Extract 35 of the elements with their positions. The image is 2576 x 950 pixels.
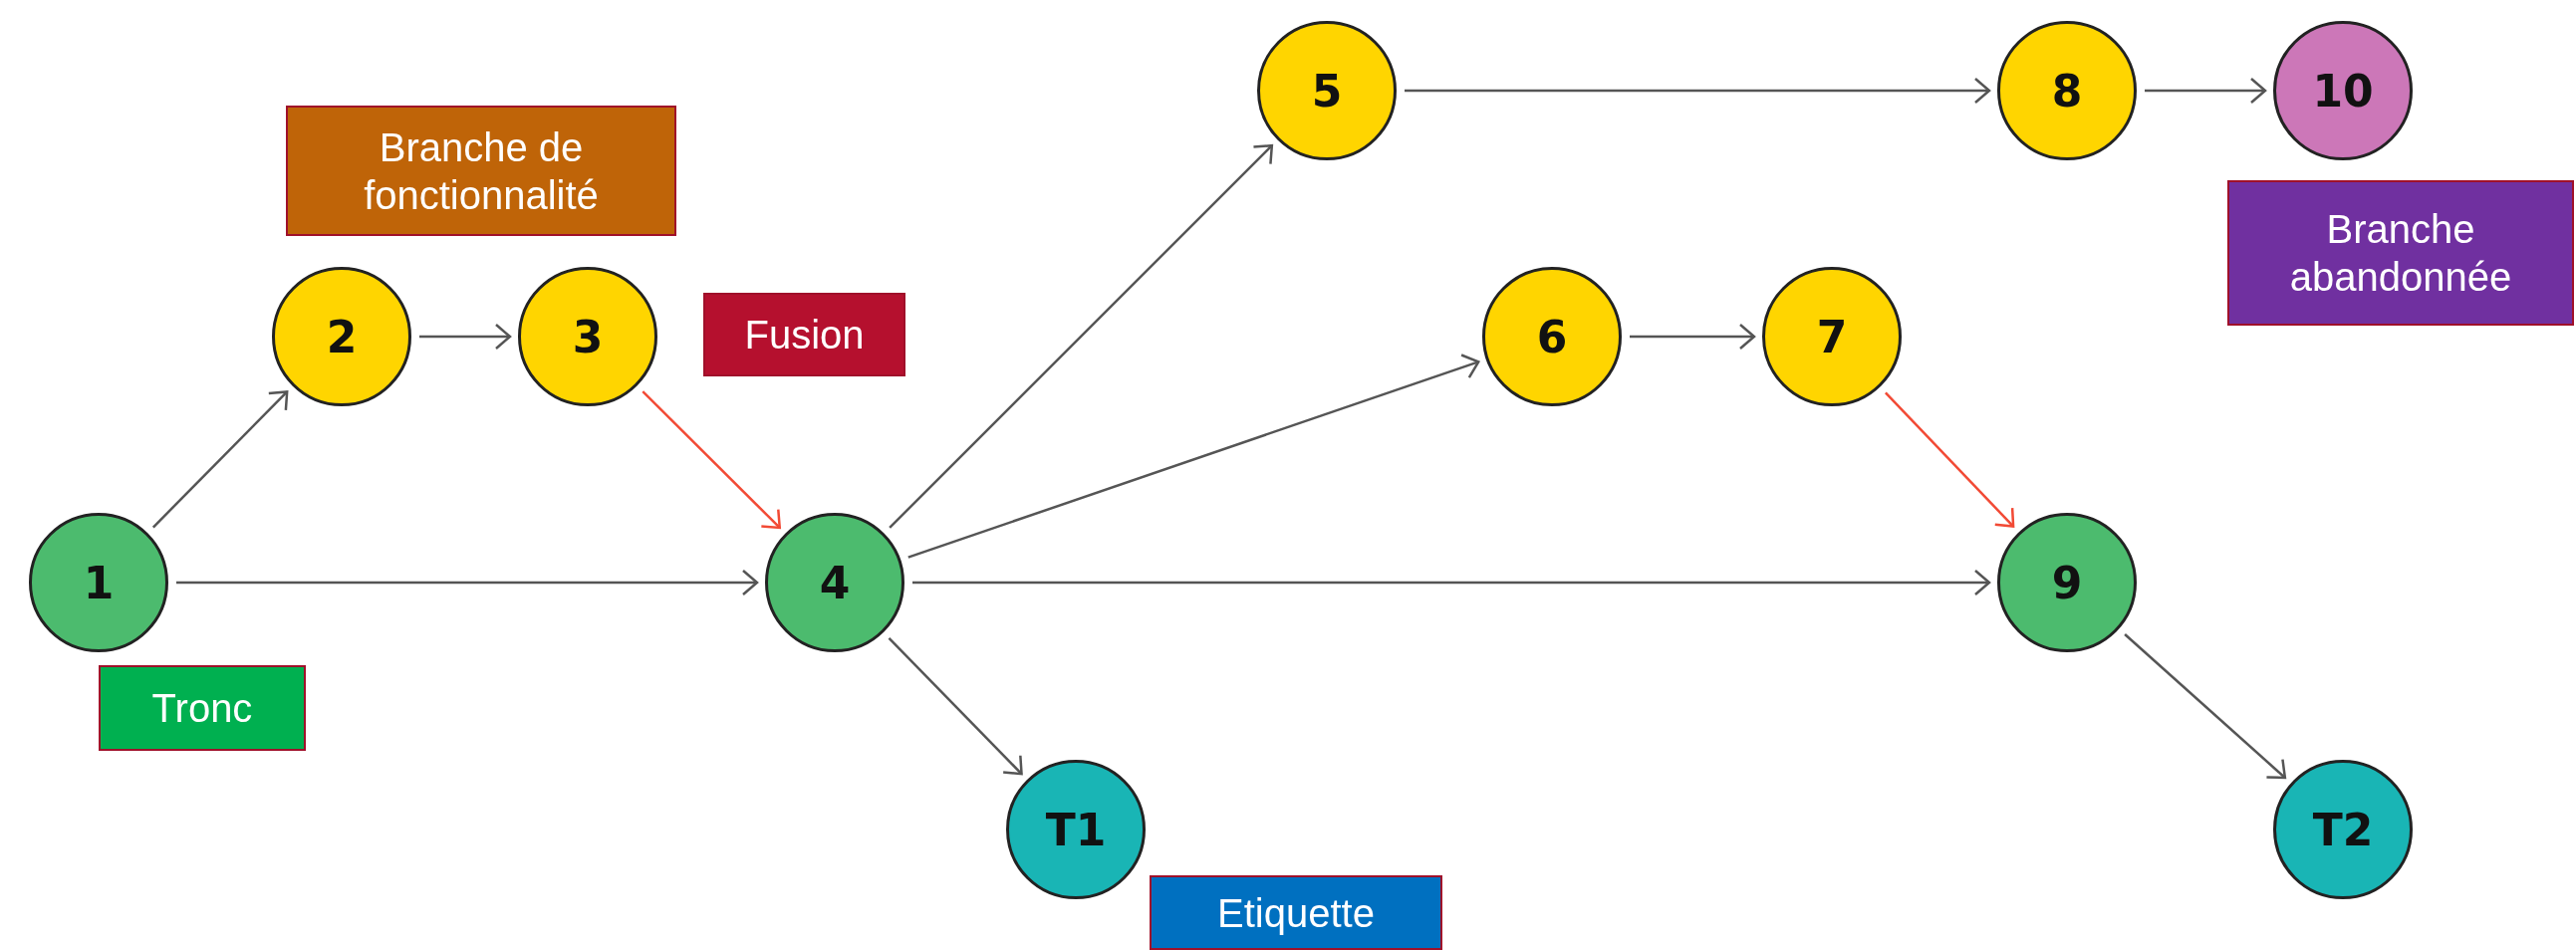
commit-number: 8 bbox=[2051, 65, 2083, 117]
arrow bbox=[912, 569, 1991, 596]
arrow bbox=[176, 569, 759, 596]
label-text: Fusion bbox=[744, 312, 865, 358]
arrow bbox=[642, 390, 781, 530]
arrow bbox=[1884, 391, 2015, 528]
commit-number: 4 bbox=[819, 557, 851, 608]
label-box bbox=[1150, 875, 1442, 950]
commit-number: 5 bbox=[1311, 65, 1343, 117]
label-text: Tronc bbox=[151, 685, 253, 732]
arrow bbox=[2124, 633, 2287, 780]
label-text: Branche abandonnée bbox=[2288, 206, 2513, 301]
arrow bbox=[907, 354, 1480, 559]
label-text: Branche de fonctionnalité bbox=[363, 123, 600, 219]
commit-number: 7 bbox=[1816, 311, 1848, 362]
label-box bbox=[286, 106, 676, 236]
label-box bbox=[703, 293, 905, 376]
commit-number: 10 bbox=[2312, 65, 2374, 117]
arrow bbox=[1630, 323, 1756, 351]
arrow bbox=[2145, 77, 2267, 105]
commit-number: 1 bbox=[83, 557, 115, 608]
arrow bbox=[151, 390, 289, 529]
label-text: Etiquette bbox=[1217, 889, 1375, 937]
commit-number: T1 bbox=[1045, 804, 1107, 855]
commit-number: 6 bbox=[1536, 311, 1568, 362]
arrow bbox=[1405, 77, 1991, 105]
commit-number: 2 bbox=[326, 311, 358, 362]
commit-number: 3 bbox=[572, 311, 604, 362]
label-box bbox=[2227, 180, 2574, 326]
arrow bbox=[889, 143, 1274, 529]
arrow bbox=[888, 636, 1023, 776]
label-box bbox=[99, 665, 306, 751]
commit-number: 9 bbox=[2051, 557, 2083, 608]
commit-number: T2 bbox=[2312, 804, 2374, 855]
arrow bbox=[419, 323, 512, 351]
